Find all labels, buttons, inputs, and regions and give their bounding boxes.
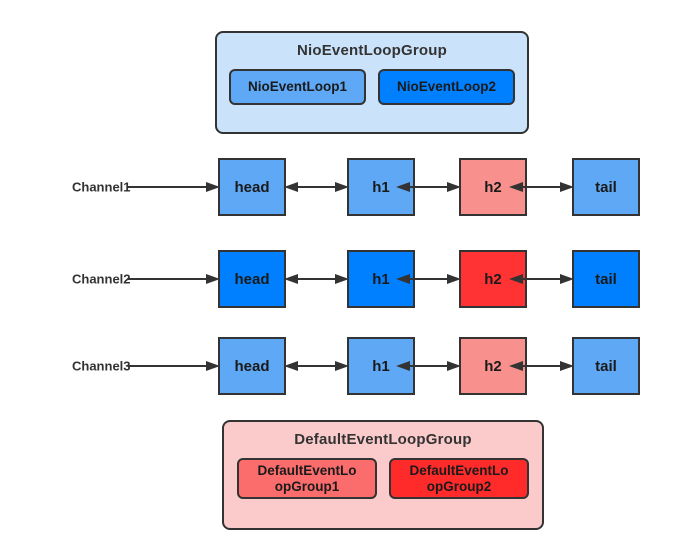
channel-1-node-tail[interactable]: tail	[572, 158, 640, 216]
nio-event-loop-1-chip[interactable]: NioEventLoop1	[229, 69, 366, 105]
channel-2-link-h2-tail	[509, 272, 574, 286]
channel-1-link-head-h1	[284, 180, 349, 194]
channel-row-2: Channel2 head h1 h2 tail	[0, 250, 679, 308]
channel-1-node-head[interactable]: head	[218, 158, 286, 216]
default-group-title: DefaultEventLoopGroup	[294, 431, 472, 448]
channel-1-link-h1-h2	[396, 180, 461, 194]
channel-3-link-h1-h2	[396, 359, 461, 373]
nio-event-loop-group-panel: NioEventLoopGroup NioEventLoop1 NioEvent…	[215, 31, 529, 134]
channel-3-node-tail[interactable]: tail	[572, 337, 640, 395]
channel-3-node-head[interactable]: head	[218, 337, 286, 395]
default-event-loop-group-1-chip[interactable]: DefaultEventLo opGroup1	[237, 458, 377, 499]
channel-3-link-h2-tail	[509, 359, 574, 373]
channel-2-entry-arrow	[128, 272, 220, 286]
nio-group-title: NioEventLoopGroup	[296, 42, 448, 59]
default-loop-chip-row: DefaultEventLo opGroup1 DefaultEventLo o…	[237, 458, 529, 499]
channel-3-link-head-h1	[284, 359, 349, 373]
channel-1-entry-arrow	[128, 180, 220, 194]
nio-event-loop-2-chip[interactable]: NioEventLoop2	[378, 69, 515, 105]
default-event-loop-group-panel: DefaultEventLoopGroup DefaultEventLo opG…	[222, 420, 544, 530]
channel-2-link-head-h1	[284, 272, 349, 286]
channel-2-link-h1-h2	[396, 272, 461, 286]
channel-row-3: Channel3 head h1 h2 tail	[0, 337, 679, 395]
default-event-loop-group-2-chip[interactable]: DefaultEventLo opGroup2	[389, 458, 529, 499]
nio-loop-chip-row: NioEventLoop1 NioEventLoop2	[229, 69, 515, 105]
channel-1-label: Channel1	[72, 179, 131, 195]
channel-2-node-head[interactable]: head	[218, 250, 286, 308]
channel-2-label: Channel2	[72, 271, 131, 287]
channel-1-link-h2-tail	[509, 180, 574, 194]
channel-3-label: Channel3	[72, 358, 131, 374]
channel-2-node-tail[interactable]: tail	[572, 250, 640, 308]
channel-3-entry-arrow	[128, 359, 220, 373]
channel-row-1: Channel1 head h1 h2 tail	[0, 158, 679, 216]
